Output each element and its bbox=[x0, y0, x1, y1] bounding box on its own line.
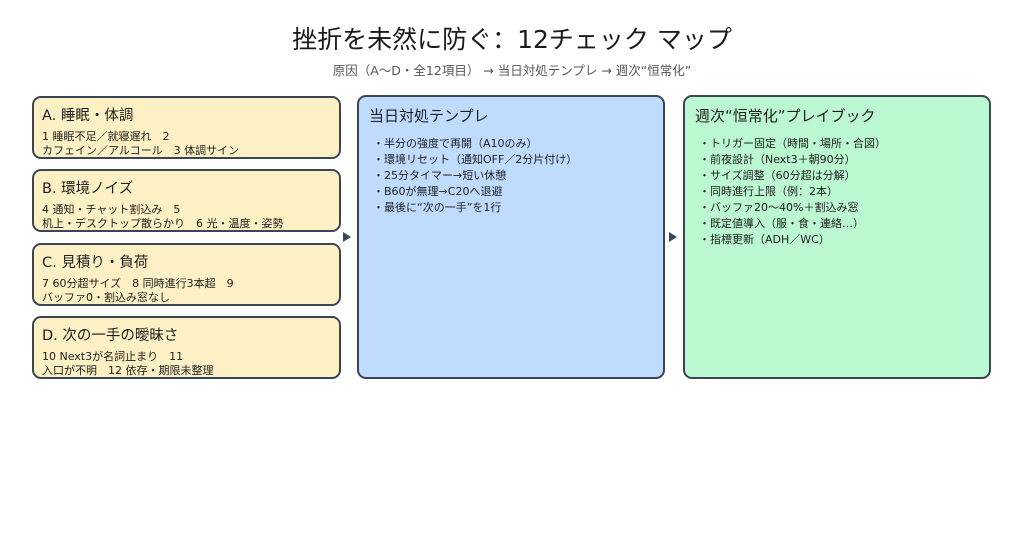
daily-template-box: 当日対処テンプレ 半分の強度で再開（A10のみ） 環境リセット（通知OFF／2分… bbox=[357, 95, 665, 379]
cause-box-d: D. 次の一手の曖昧さ 10 Next3が名詞止まり 11 入口が不明 12 依… bbox=[32, 316, 341, 379]
weekly-item: 前夜設計（Next3＋朝90分） bbox=[699, 152, 979, 168]
daily-item: 半分の強度で再開（A10のみ） bbox=[373, 136, 653, 152]
weekly-item: サイズ調整（60分超は分解） bbox=[699, 168, 979, 184]
cause-heading: D. 次の一手の曖昧さ bbox=[42, 328, 179, 344]
weekly-playbook-box: 週次“恒常化”プレイブック トリガー固定（時間・場所・合図） 前夜設計（Next… bbox=[683, 95, 991, 379]
weekly-item: 同時進行上限（例：2本） bbox=[699, 184, 979, 200]
cause-heading: A. 睡眠・体調 bbox=[42, 108, 134, 124]
daily-heading: 当日対処テンプレ bbox=[369, 107, 489, 125]
daily-item: B60が無理→C20へ退避 bbox=[373, 184, 653, 200]
weekly-item: 指標更新（ADH／WC） bbox=[699, 232, 979, 248]
cause-heading: B. 環境ノイズ bbox=[42, 181, 134, 197]
weekly-item: トリガー固定（時間・場所・合図） bbox=[699, 136, 979, 152]
arrow-right-icon bbox=[669, 232, 677, 242]
cause-line: 10 Next3が名詞止まり 11 bbox=[42, 350, 184, 363]
daily-item: 環境リセット（通知OFF／2分片付け） bbox=[373, 152, 653, 168]
cause-line: バッファ0・割込み窓なし bbox=[42, 291, 170, 304]
weekly-heading: 週次“恒常化”プレイブック bbox=[695, 107, 876, 125]
cause-line: 1 睡眠不足／就寝遅れ 2 bbox=[42, 130, 170, 143]
cause-box-c: C. 見積り・負荷 7 60分超サイズ 8 同時進行3本超 9 バッファ0・割込… bbox=[32, 243, 341, 306]
diagram-title: 挫折を未然に防ぐ：12チェック マップ bbox=[292, 25, 732, 54]
cause-box-a: A. 睡眠・体調 1 睡眠不足／就寝遅れ 2 カフェイン／アルコール 3 体調サ… bbox=[32, 96, 341, 159]
cause-line: 入口が不明 12 依存・期限未整理 bbox=[42, 364, 214, 377]
diagram-subtitle: 原因（A〜D・全12項目） → 当日対処テンプレ → 週次“恒常化” bbox=[332, 63, 692, 78]
daily-item: 25分タイマー→短い休憩 bbox=[373, 168, 653, 184]
weekly-item: バッファ20〜40%＋割込み窓 bbox=[699, 200, 979, 216]
cause-box-b: B. 環境ノイズ 4 通知・チャット割込み 5 机上・デスクトップ散らかり 6 … bbox=[32, 169, 341, 232]
cause-line: カフェイン／アルコール 3 体調サイン bbox=[42, 144, 240, 157]
daily-item: 最後に“次の一手”を1行 bbox=[373, 200, 653, 216]
arrow-right-icon bbox=[343, 232, 351, 242]
weekly-item: 既定値導入（服・食・連絡…） bbox=[699, 216, 979, 232]
cause-line: 7 60分超サイズ 8 同時進行3本超 9 bbox=[42, 277, 234, 290]
cause-line: 4 通知・チャット割込み 5 bbox=[42, 203, 181, 216]
cause-heading: C. 見積り・負荷 bbox=[42, 255, 149, 271]
cause-line: 机上・デスクトップ散らかり 6 光・温度・姿勢 bbox=[42, 217, 284, 230]
